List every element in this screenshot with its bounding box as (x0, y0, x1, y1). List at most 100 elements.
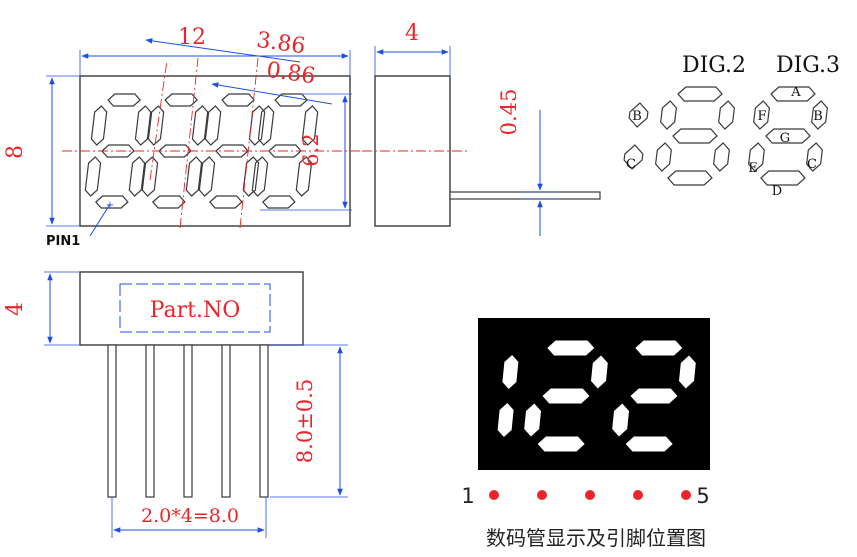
segment-c (295, 156, 313, 197)
segment-f (660, 100, 677, 130)
bottom-pins (107, 344, 269, 498)
segment-d (667, 170, 713, 186)
dig3-digit (748, 86, 828, 186)
side-pin (449, 191, 601, 200)
part-label-box (119, 283, 271, 333)
dig3-segment-g-label: G (780, 131, 790, 146)
front-digit-2 (141, 93, 209, 209)
segment-e (251, 156, 269, 197)
front-view: 8 6.2 12 3.86 0.86 + (3, 25, 370, 249)
front-digit-height-value: 6.2 (299, 133, 323, 166)
side-view: 4 0.45 (362, 21, 601, 236)
segment-a (547, 340, 595, 356)
segment-f (204, 105, 222, 146)
segment-d (262, 195, 296, 209)
dig3-segment-e-label: E (748, 161, 758, 176)
segment-c (806, 142, 823, 172)
segment-c (128, 156, 146, 197)
segment-g (630, 388, 678, 404)
segment-c (497, 403, 514, 437)
segment-e (84, 156, 102, 197)
segment-g (542, 388, 590, 404)
segment-a (107, 93, 141, 107)
segment-f (90, 105, 108, 146)
segment-d (209, 195, 243, 209)
front-center-lines (62, 57, 370, 229)
segment-f (147, 105, 165, 146)
segment-d (95, 195, 129, 209)
segment-d (537, 436, 585, 452)
svg-text:+: + (106, 200, 114, 211)
front-digit-1 (84, 93, 152, 209)
segment-e (524, 403, 541, 437)
front-height-value: 8 (3, 145, 28, 159)
pin-dots (489, 490, 691, 500)
segment-d (760, 170, 806, 186)
dig3-label: DIG.3 (776, 53, 840, 78)
segment-b (628, 102, 649, 128)
display-photo: 1 5 数码管显示及引脚位置图 (461, 318, 710, 550)
display-caption: 数码管显示及引脚位置图 (486, 526, 706, 550)
segment-b (718, 100, 735, 130)
pin1-label: PIN1 (46, 234, 80, 249)
bottom-pin-1 (107, 344, 117, 498)
dig2-segment-c-label: C (626, 157, 636, 172)
pin-dot-5 (681, 490, 691, 500)
pin-first-label: 1 (461, 484, 474, 508)
segment-f (753, 100, 770, 130)
segment-e (612, 403, 629, 437)
part-number-label: Part.NO (150, 298, 241, 323)
segment-c (713, 142, 730, 172)
segment-a (677, 86, 723, 102)
segment-f (257, 105, 275, 146)
segment-g (672, 128, 718, 144)
dig2-segment-b-label: B (632, 109, 642, 124)
segment-e (748, 142, 765, 172)
bottom-pin-4 (221, 344, 231, 498)
segment-e (141, 156, 159, 197)
lit-digit-3 (612, 340, 696, 452)
lit-digit-2 (524, 340, 608, 452)
front-segment-width-value: 0.86 (265, 58, 317, 90)
front-width-dimension: 12 (79, 25, 351, 76)
bottom-pin-pitch-value: 2.0*4=8.0 (141, 505, 239, 527)
segment-b (679, 355, 696, 389)
bottom-pin-length-value: 8.0±0.5 (293, 379, 317, 463)
front-height-dimension: 8 (3, 75, 80, 227)
segment-c (242, 156, 260, 197)
segment-a (164, 93, 198, 107)
segment-e (198, 156, 216, 197)
pin-dot-3 (585, 490, 595, 500)
bottom-pin-2 (145, 344, 155, 498)
front-pitch-value: 3.86 (255, 28, 307, 60)
segment-c (623, 144, 644, 170)
pin1-callout: + PIN1 (46, 200, 114, 249)
segment-e (655, 142, 672, 172)
side-depth-value: 4 (405, 21, 419, 46)
dig3-segment-b-label: B (813, 109, 823, 124)
dig3-segment-c-label: C (807, 157, 817, 172)
dig2-label: DIG.2 (682, 53, 746, 78)
segment-d (625, 436, 673, 452)
segment-c (185, 156, 203, 197)
pin-dot-1 (489, 490, 499, 500)
bottom-pin-5 (259, 344, 269, 498)
segment-map-digits (623, 86, 828, 186)
dig2-digit (655, 86, 735, 186)
front-pitch-dimension: 3.86 (145, 28, 307, 63)
lit-digits (497, 340, 696, 452)
segment-b (502, 355, 519, 389)
segment-b (134, 105, 152, 146)
segment-b (591, 355, 608, 389)
dig3-segment-f-label: F (757, 109, 766, 124)
bottom-depth-value: 4 (3, 302, 28, 316)
front-width-value: 12 (178, 25, 206, 50)
pin-last-label: 5 (696, 484, 709, 508)
segment-b (811, 100, 828, 130)
segment-a (635, 340, 683, 356)
front-segment-width-dimension: 0.86 (211, 58, 333, 105)
dig3-segment-d-label: D (772, 184, 782, 199)
